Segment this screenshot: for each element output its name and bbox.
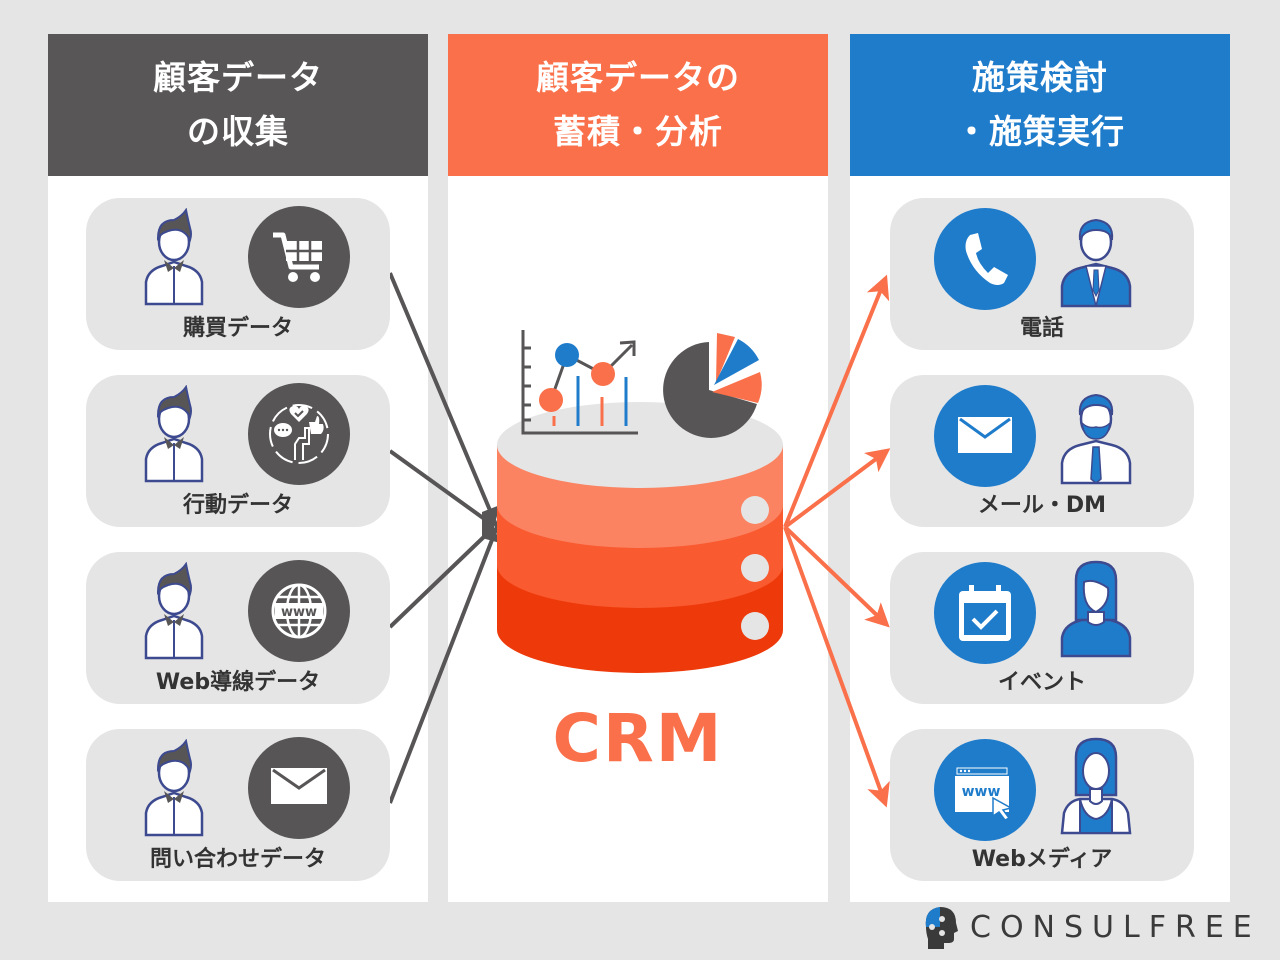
man-icon bbox=[144, 385, 204, 483]
header-line-1: 顧客データ bbox=[153, 58, 323, 97]
header-line-1: 顧客データの bbox=[536, 58, 740, 97]
arrow-mail bbox=[783, 448, 891, 529]
connector-inquiry bbox=[388, 526, 499, 804]
action-header: 施策検討 ・施策実行 bbox=[850, 34, 1230, 176]
header-line-2: 蓄積・分析 bbox=[553, 112, 723, 151]
card-purchase-data: 購買データ bbox=[86, 198, 390, 350]
calendar-check-icon bbox=[934, 562, 1036, 664]
businessman-icon bbox=[1060, 218, 1132, 308]
card-event: イベント bbox=[890, 552, 1194, 704]
card-label: イベント bbox=[997, 670, 1086, 695]
consulfree-logo: CONSULFREE bbox=[920, 905, 1261, 949]
card-label: Web導線データ bbox=[155, 670, 321, 695]
card-label: メール・DM bbox=[977, 493, 1107, 518]
engagement-icon bbox=[248, 383, 350, 485]
arrow-webmedia bbox=[783, 526, 890, 808]
header-line-2: の収集 bbox=[187, 112, 289, 151]
header-line-2: ・施策実行 bbox=[955, 112, 1125, 151]
data-analysis-header: 顧客データの 蓄積・分析 bbox=[448, 34, 828, 176]
header-line-1: 施策検討 bbox=[972, 58, 1108, 97]
pie-chart-icon bbox=[663, 333, 762, 438]
mail-icon bbox=[248, 737, 350, 839]
card-label: Webメディア bbox=[971, 847, 1113, 872]
woman-icon bbox=[1060, 560, 1132, 658]
man-icon bbox=[144, 739, 204, 837]
bearded-man-icon bbox=[1060, 393, 1132, 485]
card-mail-dm: メール・DM bbox=[890, 375, 1194, 527]
card-web-data: www Web導線データ bbox=[86, 552, 390, 704]
card-label: 購買データ bbox=[182, 316, 293, 341]
connector-purchase bbox=[388, 272, 499, 528]
phone-icon bbox=[934, 208, 1036, 310]
db-indicator bbox=[741, 496, 769, 524]
card-phone: 電話 bbox=[890, 198, 1194, 350]
man-icon bbox=[144, 562, 204, 660]
svg-text:www: www bbox=[281, 605, 317, 620]
arrow-phone bbox=[783, 274, 890, 528]
db-indicator bbox=[741, 554, 769, 582]
arrowhead-into-crm bbox=[482, 505, 500, 543]
web-browser-icon: www bbox=[934, 739, 1036, 841]
connector-behavior bbox=[388, 449, 492, 525]
line-chart-icon bbox=[521, 330, 638, 435]
mail-icon bbox=[934, 385, 1036, 487]
card-behavior-data: 行動データ bbox=[86, 375, 390, 527]
svg-text:www: www bbox=[962, 784, 1001, 800]
card-web-media: www Webメディア bbox=[890, 729, 1194, 881]
arrow-event bbox=[783, 525, 890, 628]
card-label: 行動データ bbox=[182, 493, 293, 518]
man-icon bbox=[144, 208, 204, 306]
brand-name: CONSULFREE bbox=[970, 909, 1261, 945]
shopping-cart-icon bbox=[248, 206, 350, 308]
data-collection-header: 顧客データ の収集 bbox=[48, 34, 428, 176]
woman-icon bbox=[1060, 737, 1132, 835]
puzzle-head-icon bbox=[925, 907, 958, 949]
globe-www-icon: www bbox=[248, 560, 350, 662]
db-indicator bbox=[741, 612, 769, 640]
connector-web bbox=[388, 529, 492, 629]
card-inquiry-data: 問い合わせデータ bbox=[86, 729, 390, 881]
card-label: 問い合わせデータ bbox=[149, 847, 326, 872]
crm-label: CRM bbox=[552, 700, 724, 777]
card-label: 電話 bbox=[1019, 316, 1064, 341]
